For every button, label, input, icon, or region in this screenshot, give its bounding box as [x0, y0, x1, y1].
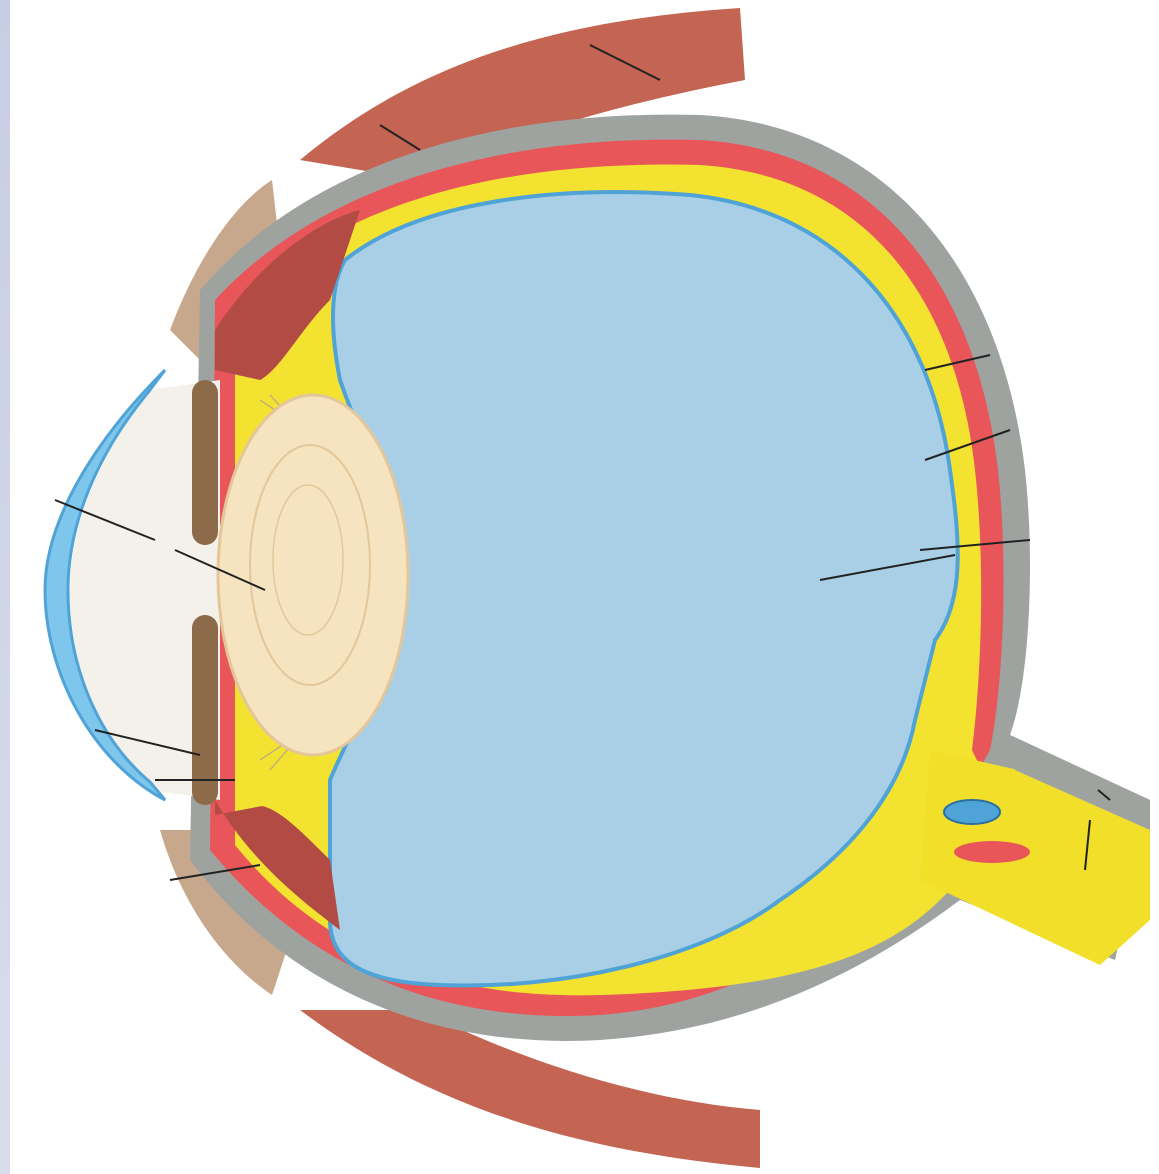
central-retinal-artery	[954, 841, 1030, 863]
optic-nerve	[920, 750, 1150, 965]
central-retinal-vein	[944, 800, 1000, 824]
iris-upper	[192, 380, 218, 545]
lens	[218, 395, 408, 755]
iris-lower	[192, 615, 218, 805]
